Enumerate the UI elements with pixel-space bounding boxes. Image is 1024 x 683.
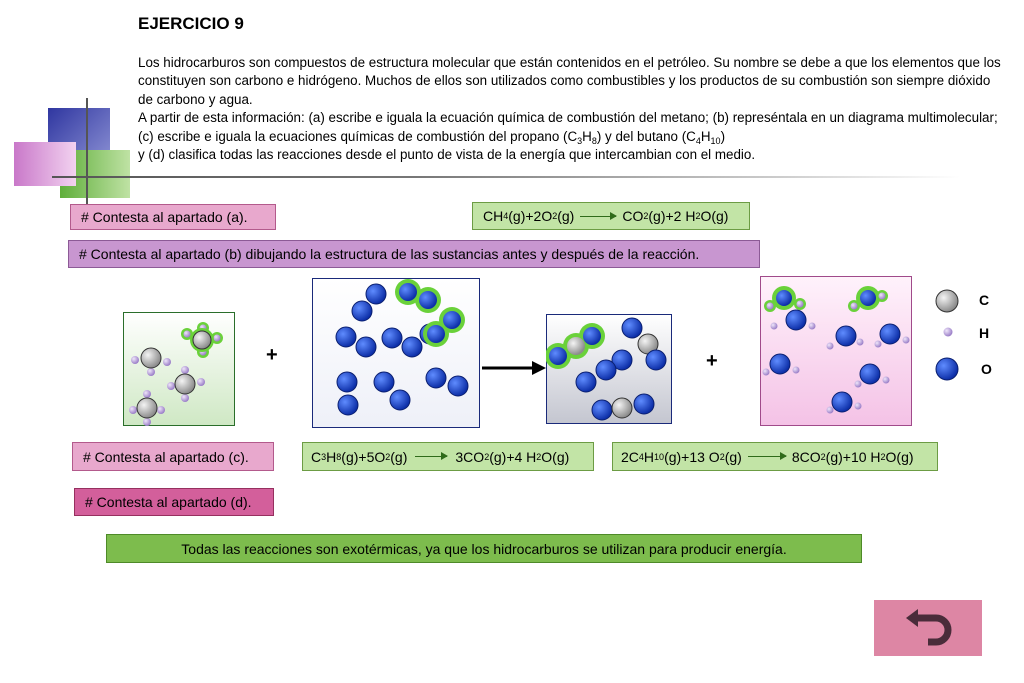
- plus-sign: +: [266, 344, 278, 366]
- legend-carbon-icon: [935, 289, 959, 313]
- page-title: EJERCICIO 9: [138, 14, 244, 33]
- oxygen-molecule-highlighted: [395, 279, 441, 313]
- label-apartado-b: # Contesta al apartado (b) dibujando la …: [68, 240, 760, 268]
- decor-square-pink: [14, 142, 76, 186]
- answer-d: Todas las reacciones son exotérmicas, ya…: [106, 534, 862, 563]
- panel-water: [760, 276, 912, 426]
- decor-horizontal-line: [52, 176, 960, 178]
- intro-text: Los hidrocarburos son compuestos de estr…: [138, 54, 1008, 164]
- legend-hydrogen-label: H: [979, 325, 990, 341]
- water-molecule-highlighted: [764, 286, 806, 312]
- back-button[interactable]: [874, 600, 982, 656]
- return-arrow-icon: [906, 609, 952, 646]
- reaction-big-arrow-icon: [482, 361, 546, 375]
- intro-paragraph-1: Los hidrocarburos son compuestos de estr…: [138, 55, 1001, 107]
- label-apartado-c: # Contesta al apartado (c).: [72, 442, 274, 471]
- legend-carbon-label: C: [979, 292, 990, 308]
- legend-hydrogen-icon: [943, 327, 953, 337]
- panel-methane: [123, 312, 235, 426]
- methane-molecule: [181, 322, 223, 358]
- oxygen-molecule-highlighted: [423, 307, 465, 347]
- label-apartado-a: # Contesta al apartado (a).: [70, 204, 276, 230]
- decor-vertical-line: [86, 98, 88, 204]
- water-molecule-highlighted: [848, 286, 888, 312]
- reaction-arrow-icon: [747, 452, 787, 460]
- reaction-arrow-icon: [415, 452, 449, 460]
- methane-molecule: [129, 390, 165, 426]
- panel-oxygen: [312, 278, 480, 428]
- intro-paragraph-3: y (d) clasifica todas las reacciones des…: [138, 147, 756, 163]
- co2-molecule-highlighted: [546, 323, 605, 369]
- panel-carbon-dioxide: [546, 314, 672, 424]
- reaction-arrow-icon: [580, 211, 618, 220]
- intro-paragraph-2: A partir de esta información: (a) escrib…: [138, 110, 998, 146]
- plus-sign: +: [706, 350, 718, 372]
- methane-molecule: [131, 347, 171, 376]
- methane-molecule: [167, 366, 205, 402]
- legend-oxygen-label: O: [981, 361, 992, 377]
- legend-oxygen-icon: [935, 357, 959, 381]
- label-apartado-d: # Contesta al apartado (d).: [74, 488, 274, 516]
